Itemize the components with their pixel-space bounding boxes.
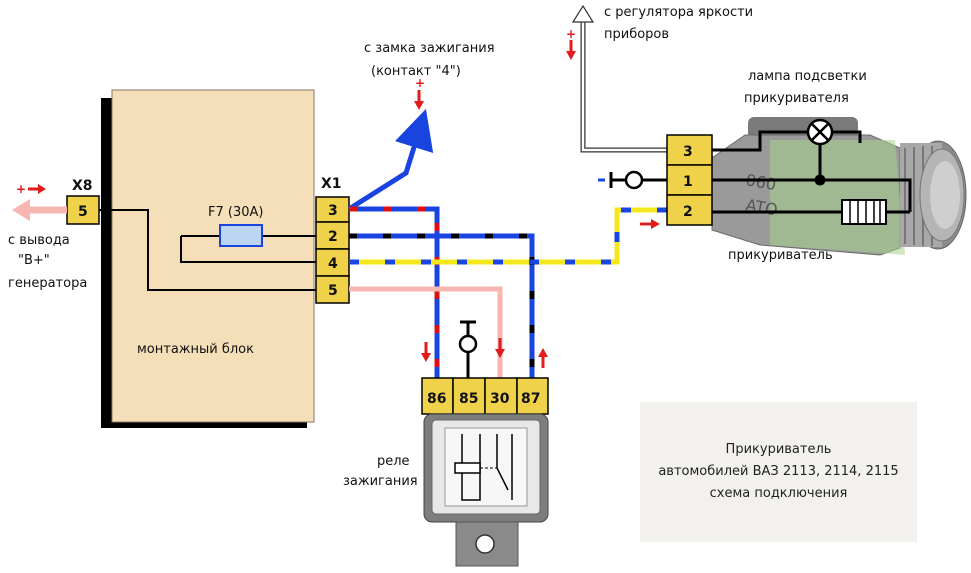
mounting-block: монтажный блок [101,89,315,428]
ignition-switch-label: с замка зажигания (контакт "4") [364,41,495,79]
caption-line-3: схема подключения [709,486,848,501]
fuse-f7: F7 (30A) [208,205,263,247]
lighter-pin-2: 2 [666,194,713,226]
x1-pin-5: 5 [315,275,350,304]
lamp-label: лампа подсветки прикуривателя [744,69,867,106]
wire-x1-4-to-lighter [349,207,667,265]
relay-30-arrow [495,338,505,358]
x8-pin-5: 5 [78,204,88,220]
block-internal-wiring [98,209,316,291]
svg-text:86: 86 [427,391,446,407]
svg-text:зажигания: зажигания [343,474,418,489]
ignition-relay: 86 85 30 87 [421,377,549,567]
relay-label: реле зажигания [343,454,418,489]
caption-box: Прикуриватель автомобилей ВАЗ 2113, 2114… [640,402,917,542]
lighter-pin-3: 3 [666,134,713,166]
lighter-ground [598,170,667,190]
lighter-input-arrow [640,219,660,229]
cigarette-lighter-image: 060 ATO [711,117,967,256]
x1-pin-4: 4 [315,248,350,277]
svg-text:30: 30 [490,391,510,407]
mounting-block-label: монтажный блок [137,342,254,357]
wire-x1-5-to-relay-30 [349,286,503,378]
svg-text:приборов: приборов [604,27,669,42]
x1-pin-2: 2 [315,221,350,250]
svg-text:прикуривателя: прикуривателя [744,91,849,106]
svg-text:+: + [16,182,26,196]
svg-text:реле: реле [377,454,410,469]
brightness-label: с регулятора яркости приборов [604,5,753,42]
relay-85-ground [458,320,478,378]
fuse-label: F7 (30A) [208,205,263,220]
svg-text:4: 4 [328,256,338,272]
svg-text:с регулятора яркости: с регулятора яркости [604,5,753,20]
svg-text:с замка зажигания: с замка зажигания [364,41,495,56]
lamp-icon [806,118,834,146]
relay-pin-85: 85 [452,377,486,415]
lighter-pin-1: 1 [666,164,713,196]
svg-text:1: 1 [683,174,693,190]
x8-label: X8 [72,178,93,194]
generator-input-arrow: + [12,182,67,221]
generator-label: с вывода "B+" генератора [8,233,87,291]
lighter-internal-wiring [712,130,912,214]
caption-line-1: Прикуриватель [725,442,832,457]
x1-connector: X1 3 2 4 5 [315,176,350,304]
ignition-switch-wire [347,108,434,212]
svg-text:2: 2 [328,229,338,245]
lighter-connector: 3 1 2 [666,134,713,226]
relay-86-arrow [421,342,431,362]
x8-connector: X8 5 [66,178,100,225]
x1-pin-3: 3 [315,196,350,223]
svg-text:лампа подсветки: лампа подсветки [748,69,867,84]
lighter-label: прикуриватель [728,248,833,263]
heating-element [841,199,887,225]
relay-pin-86: 86 [421,377,454,415]
wire-x1-2-to-relay-87 [349,233,535,378]
svg-text:85: 85 [459,391,478,407]
svg-text:2: 2 [683,204,693,220]
caption-line-2: автомобилей ВАЗ 2113, 2114, 2115 [658,464,899,479]
svg-text:87: 87 [521,391,540,407]
relay-87-arrow [538,348,548,368]
svg-text:"B+": "B+" [18,253,50,268]
svg-text:генератора: генератора [8,276,87,291]
svg-text:3: 3 [328,203,338,219]
wire-x1-3-to-relay-86 [349,206,440,378]
ignition-plus-arrow: + [414,76,425,110]
relay-pin-30: 30 [484,377,518,415]
svg-text:(контакт "4"): (контакт "4") [371,64,461,79]
svg-text:+: + [415,76,425,90]
svg-text:3: 3 [683,144,693,160]
svg-text:+: + [566,27,576,41]
x1-label: X1 [321,176,342,192]
svg-text:5: 5 [328,283,338,299]
brightness-plus-arrow: + [566,27,576,60]
brightness-regulator-wire [571,4,667,153]
relay-pin-87: 87 [516,377,549,415]
svg-text:с вывода: с вывода [8,233,70,248]
current-arrows: + + [414,27,660,368]
